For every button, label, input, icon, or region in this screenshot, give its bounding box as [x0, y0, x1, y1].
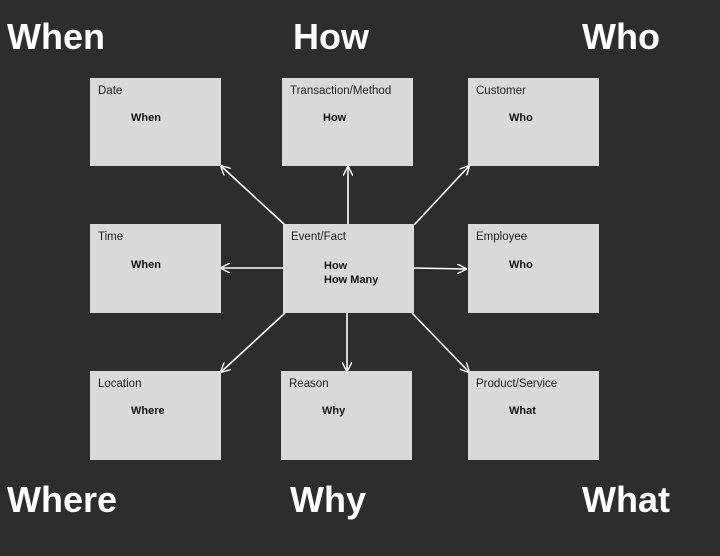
box-title: Product/Service: [476, 378, 558, 390]
label-how: How: [293, 16, 369, 57]
box-title: Employee: [476, 231, 528, 243]
label-when: When: [7, 16, 105, 57]
box-role: Where: [131, 405, 165, 417]
box-date: Date When: [90, 78, 221, 166]
label-what: What: [582, 479, 670, 520]
box-title: Event/Fact: [291, 231, 346, 243]
box-product-service: Product/Service What: [468, 371, 599, 460]
box-title: Date: [98, 85, 123, 97]
box-title: Time: [98, 231, 124, 243]
box-event-fact: Event/Fact How How Many: [283, 224, 414, 313]
box-role: Who: [509, 259, 533, 271]
arrow-to-date: [221, 166, 286, 226]
box-role: How: [323, 112, 347, 124]
box-location: Location Where: [90, 371, 221, 460]
arrow-to-employee: [412, 268, 466, 269]
box-role-secondary: How Many: [324, 274, 379, 286]
box-title: Reason: [289, 378, 329, 390]
arrow-to-customer: [413, 166, 469, 226]
box-role: Why: [322, 405, 346, 417]
box-role: Who: [509, 112, 533, 124]
label-where: Where: [7, 479, 118, 520]
box-role-primary: How: [324, 260, 348, 272]
box-role: When: [131, 259, 161, 271]
label-why: Why: [290, 479, 366, 520]
box-employee: Employee Who: [468, 224, 599, 313]
box-transaction-method: Transaction/Method How: [282, 78, 413, 166]
box-title: Location: [98, 378, 142, 390]
arrow-to-location: [221, 312, 286, 372]
arrow-to-product: [411, 312, 469, 372]
box-title: Customer: [476, 85, 526, 97]
box-role: When: [131, 112, 161, 124]
box-customer: Customer Who: [468, 78, 599, 166]
label-who: Who: [582, 16, 660, 57]
box-reason: Reason Why: [281, 371, 412, 460]
box-title: Transaction/Method: [290, 85, 392, 97]
box-role: What: [509, 405, 536, 417]
box-time: Time When: [90, 224, 221, 313]
